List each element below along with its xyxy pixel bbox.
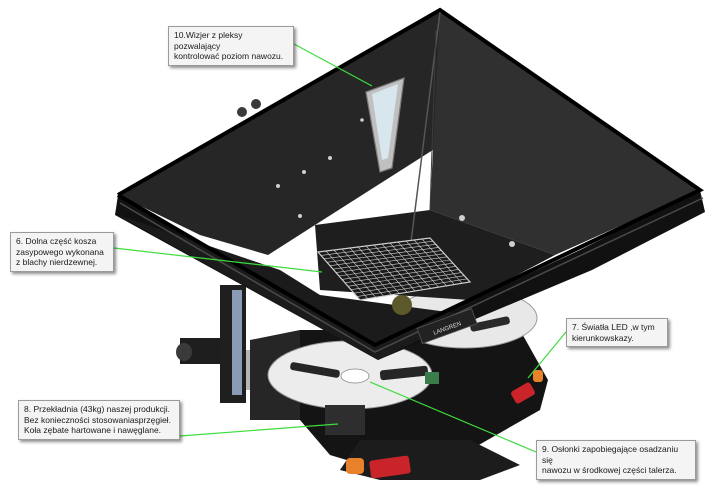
- mesh-line: [389, 242, 431, 289]
- mesh-line: [405, 240, 447, 287]
- callout-gearbox: 8. Przekładnia (43kg) naszej produkcji. …: [18, 400, 180, 440]
- leader-9: [369, 381, 537, 453]
- leader-10: [293, 43, 373, 87]
- mesh-line: [350, 272, 462, 291]
- side-panel: [232, 290, 242, 395]
- indicator-left: [346, 458, 364, 474]
- leader-lines: [113, 43, 567, 453]
- mesh-line: [356, 278, 468, 297]
- leader-6: [113, 247, 323, 273]
- callout-sight-window: 10.Wizjer z pleksy pozwalający kontrolow…: [168, 26, 294, 66]
- callout-disc-covers: 9. Osłonki zapobiegające osadzaniu się n…: [536, 440, 696, 480]
- mesh-line: [347, 269, 459, 287]
- lamps: [346, 370, 543, 479]
- indicator-right: [533, 370, 543, 382]
- mesh-line: [421, 238, 463, 284]
- mesh-line: [413, 239, 455, 285]
- mesh-line: [397, 241, 439, 288]
- disc-cover: [340, 368, 370, 384]
- brand-plate: [416, 308, 478, 344]
- mesh-line: [344, 265, 456, 284]
- mesh-line: [381, 243, 424, 290]
- leader-8: [179, 423, 339, 437]
- rear-lamp-right: [511, 382, 535, 404]
- callout-led-lights: 7. Światła LED ,w tym kierunkowskazy.: [566, 318, 668, 347]
- vane: [290, 362, 340, 378]
- gear-visible: [392, 295, 412, 315]
- mesh-line: [353, 275, 465, 294]
- leader-7: [527, 331, 567, 379]
- vane: [379, 365, 429, 381]
- sight-window: [365, 77, 405, 173]
- mesh-sieve: LANGREN: [316, 237, 478, 344]
- rear-lamp-left: [369, 455, 411, 479]
- callout-lower-hopper: 6. Dolna część kosza zasypowego wykonana…: [10, 232, 114, 272]
- vane: [470, 316, 510, 332]
- mesh-line: [338, 259, 451, 277]
- gear-part: [425, 372, 439, 384]
- mesh-line: [341, 262, 453, 280]
- gearbox: [325, 405, 365, 435]
